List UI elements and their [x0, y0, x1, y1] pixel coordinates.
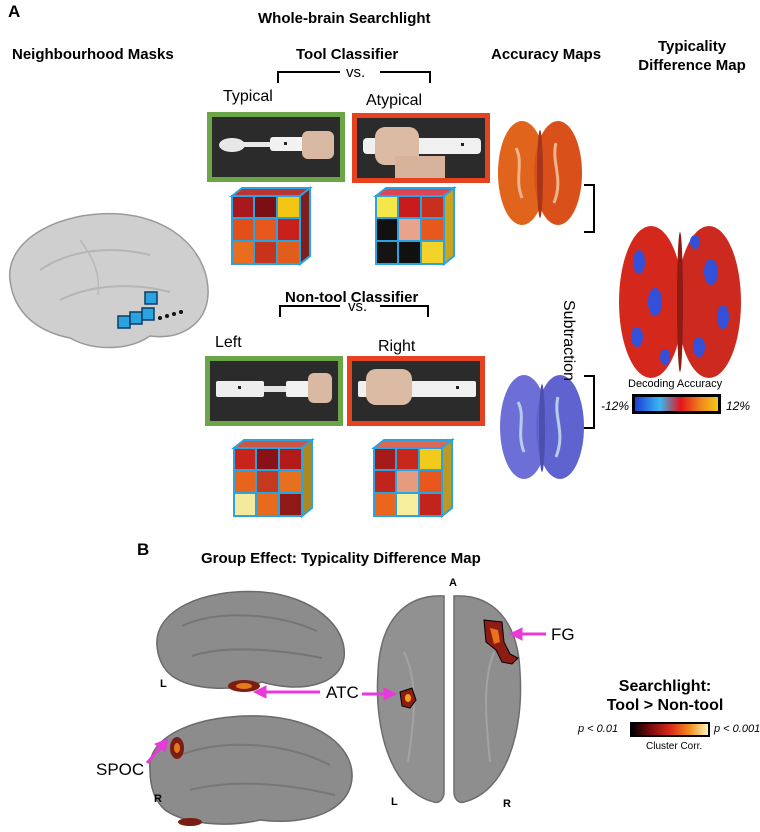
accuracy-map-nontool-brain — [500, 375, 584, 479]
p-low-label: p < 0.01 — [578, 723, 619, 735]
colorbar-max-label: 12% — [726, 399, 751, 413]
neighbourhood-brain-illustration — [9, 212, 209, 349]
significance-colorbar — [630, 722, 710, 737]
col-header-tool-classifier: Tool Classifier — [296, 46, 399, 63]
col-header-typicality-1: Typicality — [657, 38, 727, 55]
left-hemisphere-medial-brain — [156, 590, 345, 692]
decoding-accuracy-colorbar — [632, 394, 721, 414]
label-R-ventral: R — [503, 798, 511, 810]
vs-label-nontool: vs. — [348, 298, 368, 315]
spoc-label: SPOC — [96, 760, 145, 779]
feature-cube-right — [371, 437, 455, 519]
panel-b-title: Group Effect: Typicality Difference Map — [201, 550, 481, 567]
left-label: Left — [215, 334, 242, 351]
typical-label: Typical — [223, 88, 273, 105]
ventral-brain-view — [376, 595, 522, 804]
feature-cube-atypical — [373, 185, 457, 267]
atypical-tool-photo — [352, 113, 490, 183]
label-A-anterior: A — [449, 577, 457, 589]
atypical-label: Atypical — [366, 92, 423, 109]
legend-title-1: Searchlight: — [618, 678, 712, 695]
atc-label: ATC — [326, 683, 359, 702]
col-header-typicality-2: Difference Map — [638, 57, 746, 74]
cluster-corr-label: Cluster Corr. — [646, 741, 703, 752]
panel-a-title: Whole-brain Searchlight — [258, 10, 431, 27]
p-high-label: p < 0.001 — [714, 723, 760, 735]
left-object-photo — [205, 356, 343, 426]
nontool-classifier-title: Non-tool Classifier — [285, 289, 419, 306]
col-header-accuracy-maps: Accuracy Maps — [491, 46, 602, 63]
right-label: Right — [378, 338, 416, 355]
panel-a-letter: A — [8, 2, 21, 21]
col-header-masks: Neighbourhood Masks — [12, 46, 174, 63]
right-object-photo — [347, 356, 485, 426]
panel-b-letter: B — [137, 540, 150, 559]
accuracy-map-tool-brain — [498, 121, 582, 225]
feature-cube-typical — [229, 185, 313, 267]
label-R-lateral: R — [154, 793, 162, 805]
typicality-difference-map-brain — [619, 226, 741, 378]
typical-tool-photo — [207, 112, 345, 182]
vs-label-tool: vs. — [346, 64, 366, 81]
label-L-ventral: L — [391, 796, 398, 808]
feature-cube-left — [231, 437, 315, 519]
colorbar-title: Decoding Accuracy — [628, 378, 723, 390]
fg-label: FG — [551, 625, 575, 644]
colorbar-min-label: -12% — [601, 399, 630, 413]
label-L-lateral: L — [160, 678, 167, 690]
right-hemisphere-medial-brain — [149, 715, 353, 826]
legend-title-2: Tool > Non-tool — [606, 697, 724, 714]
